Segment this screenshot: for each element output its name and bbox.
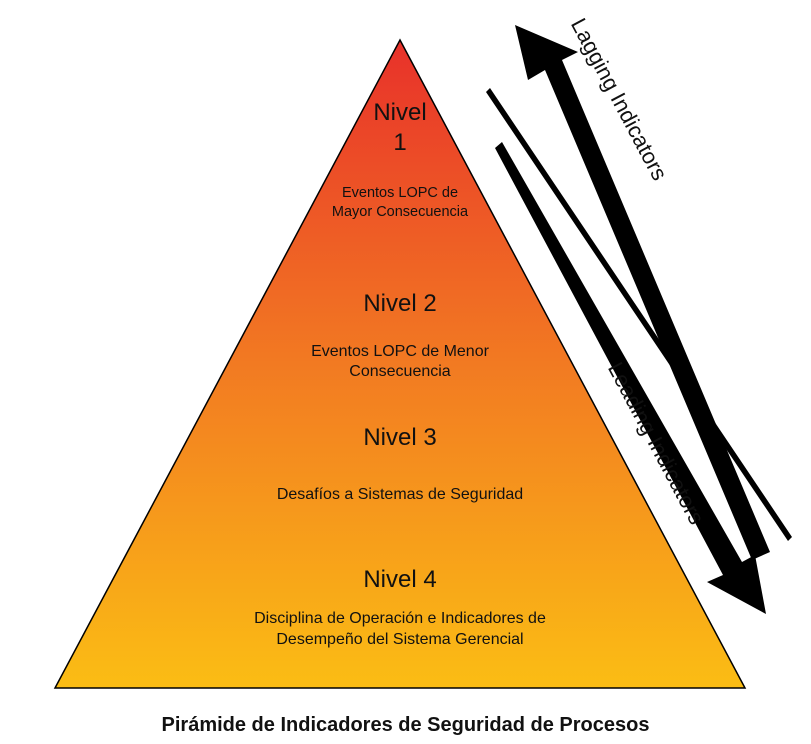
level-4-title: Nivel 4 xyxy=(363,566,437,593)
pyramid-triangle xyxy=(53,38,747,689)
level-1-desc-line2: Mayor Consecuencia xyxy=(331,203,469,220)
level-1-description: Eventos LOPC de Mayor Consecuencia xyxy=(300,185,500,220)
level-2-desc-line2: Consecuencia xyxy=(349,363,451,381)
level-1-title-line1: Nivel xyxy=(373,99,427,126)
level-1-title: Nivel 1 xyxy=(350,99,450,156)
diagram-caption: Pirámide de Indicadores de Seguridad de … xyxy=(161,714,650,736)
level-3-title: Nivel 3 xyxy=(363,424,437,451)
level-3-description: Desafíos a Sistemas de Seguridad xyxy=(276,486,524,503)
level-4-desc-line1: Disciplina de Operación e Indicadores de xyxy=(254,610,546,627)
level-2-desc-line1: Eventos LOPC de Menor xyxy=(311,343,489,360)
leading-arrow xyxy=(495,142,766,614)
level-1-title-line2: 1 xyxy=(393,128,407,156)
level-2-title: Nivel 2 xyxy=(363,290,437,317)
lagging-arrow xyxy=(515,25,770,560)
level-4-description: Disciplina de Operación e Indicadores de… xyxy=(160,610,640,650)
level-2-description: Eventos LOPC de Menor Consecuencia xyxy=(240,343,560,382)
level-4-desc-line2: Desempeño del Sistema Gerencial xyxy=(276,631,524,649)
level-1-desc-line1: Eventos LOPC de xyxy=(341,185,459,201)
